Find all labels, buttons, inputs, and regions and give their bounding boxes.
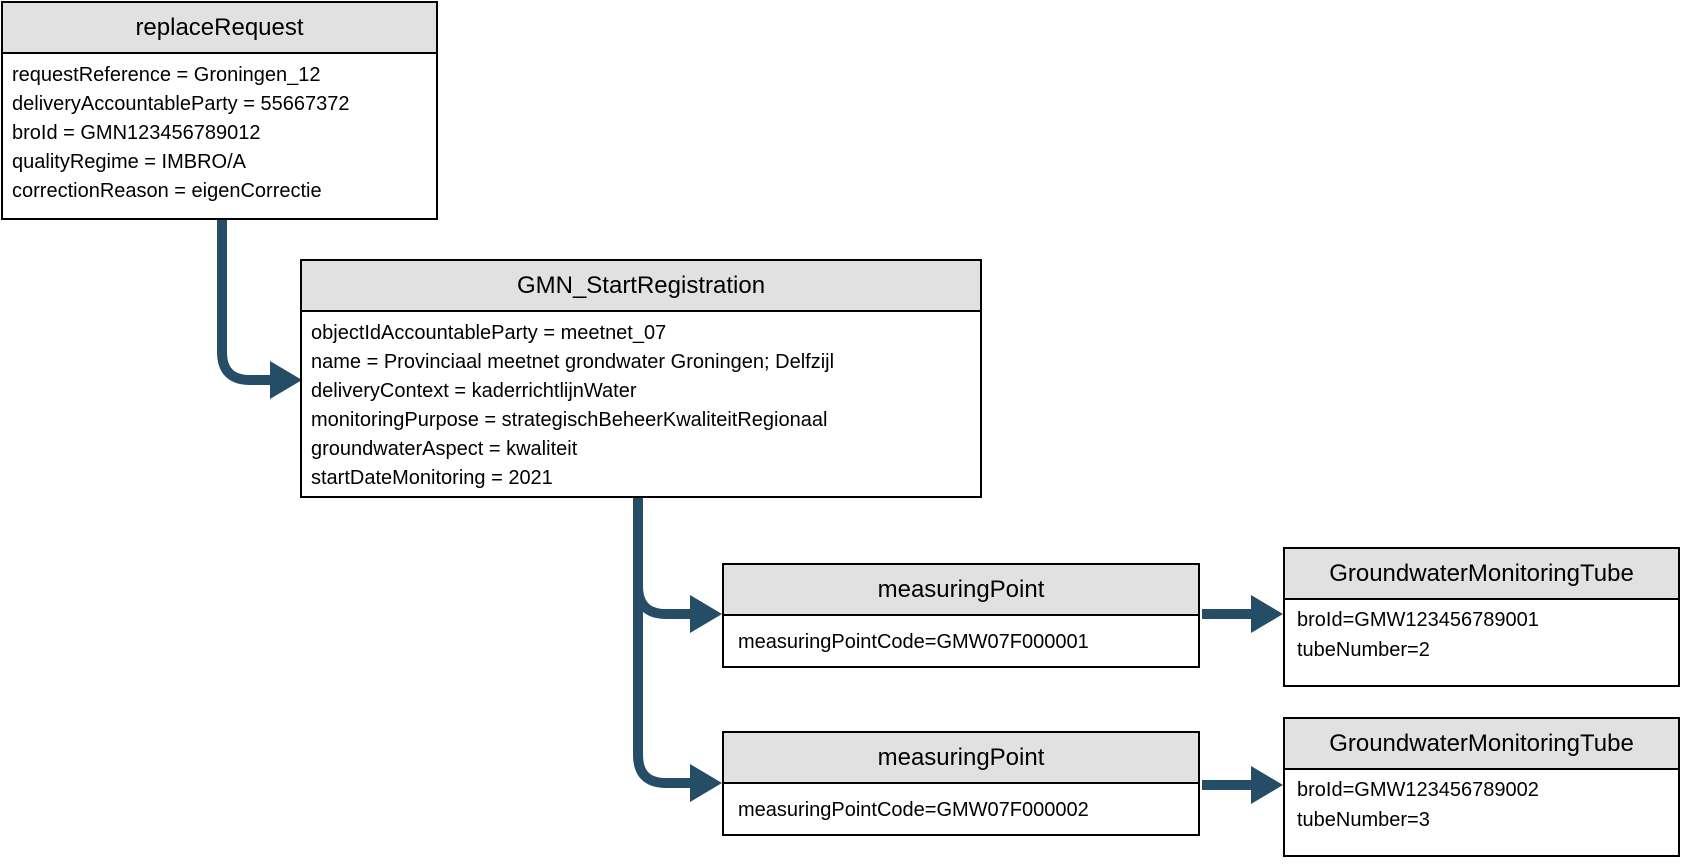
arrowhead-measuringpoint2-icon: [690, 764, 722, 802]
node-groundwater-monitoring-tube-1-attributes: broId=GMW123456789001 tubeNumber=2: [1285, 600, 1678, 665]
attribute-line: correctionReason = eigenCorrectie: [12, 180, 322, 202]
node-replace-request-title: replaceRequest: [3, 3, 436, 54]
connector-gmn-to-measuringpoint2: [633, 498, 692, 788]
node-gmn-start-registration-title: GMN_StartRegistration: [302, 261, 980, 312]
arrowhead-tube2-icon: [1251, 766, 1283, 804]
node-measuring-point-2: measuringPoint measuringPointCode=GMW07F…: [722, 731, 1200, 836]
attribute-line: deliveryAccountableParty = 55667372: [12, 93, 350, 115]
attribute-line: groundwaterAspect = kwaliteit: [311, 438, 578, 460]
attribute-line: name = Provinciaal meetnet grondwater Gr…: [311, 351, 835, 373]
node-groundwater-monitoring-tube-2-attributes: broId=GMW123456789002 tubeNumber=3: [1285, 770, 1678, 835]
attribute-line: startDateMonitoring = 2021: [311, 467, 553, 489]
attribute-line: measuringPointCode=GMW07F000002: [738, 798, 1089, 821]
node-groundwater-monitoring-tube-2: GroundwaterMonitoringTube broId=GMW12345…: [1283, 717, 1680, 857]
arrowhead-measuringpoint1-icon: [690, 595, 722, 633]
attribute-line: broId=GMW123456789001: [1297, 609, 1539, 631]
connector-gmn-to-measuringpoint1: [633, 498, 692, 619]
attribute-line: monitoringPurpose = strategischBeheerKwa…: [311, 409, 828, 431]
node-measuring-point-2-attributes: measuringPointCode=GMW07F000002: [724, 784, 1198, 836]
attribute-line: measuringPointCode=GMW07F000001: [738, 630, 1089, 653]
node-replace-request: replaceRequest requestReference = Gronin…: [1, 1, 438, 220]
node-groundwater-monitoring-tube-1: GroundwaterMonitoringTube broId=GMW12345…: [1283, 547, 1680, 687]
attribute-line: broId=GMW123456789002: [1297, 779, 1539, 801]
node-measuring-point-1-attributes: measuringPointCode=GMW07F000001: [724, 616, 1198, 668]
attribute-line: qualityRegime = IMBRO/A: [12, 151, 246, 173]
attribute-line: requestReference = Groningen_12: [12, 64, 321, 86]
node-groundwater-monitoring-tube-1-title: GroundwaterMonitoringTube: [1285, 549, 1678, 600]
attribute-line: tubeNumber=3: [1297, 809, 1430, 831]
attribute-line: objectIdAccountableParty = meetnet_07: [311, 322, 667, 344]
attribute-line: tubeNumber=2: [1297, 639, 1430, 661]
attribute-line: deliveryContext = kaderrichtlijnWater: [311, 380, 637, 402]
node-groundwater-monitoring-tube-2-title: GroundwaterMonitoringTube: [1285, 719, 1678, 770]
connector-replacerequest-to-gmn: [217, 220, 272, 385]
node-replace-request-attributes: requestReference = Groningen_12 delivery…: [3, 54, 436, 206]
attribute-line: broId = GMN123456789012: [12, 122, 261, 144]
node-gmn-start-registration-attributes: objectIdAccountableParty = meetnet_07 na…: [302, 312, 980, 493]
node-measuring-point-2-title: measuringPoint: [724, 733, 1198, 784]
node-measuring-point-1: measuringPoint measuringPointCode=GMW07F…: [722, 563, 1200, 668]
arrowhead-gmn-icon: [270, 361, 302, 399]
arrowhead-tube1-icon: [1251, 595, 1283, 633]
node-measuring-point-1-title: measuringPoint: [724, 565, 1198, 616]
node-gmn-start-registration: GMN_StartRegistration objectIdAccountabl…: [300, 259, 982, 498]
